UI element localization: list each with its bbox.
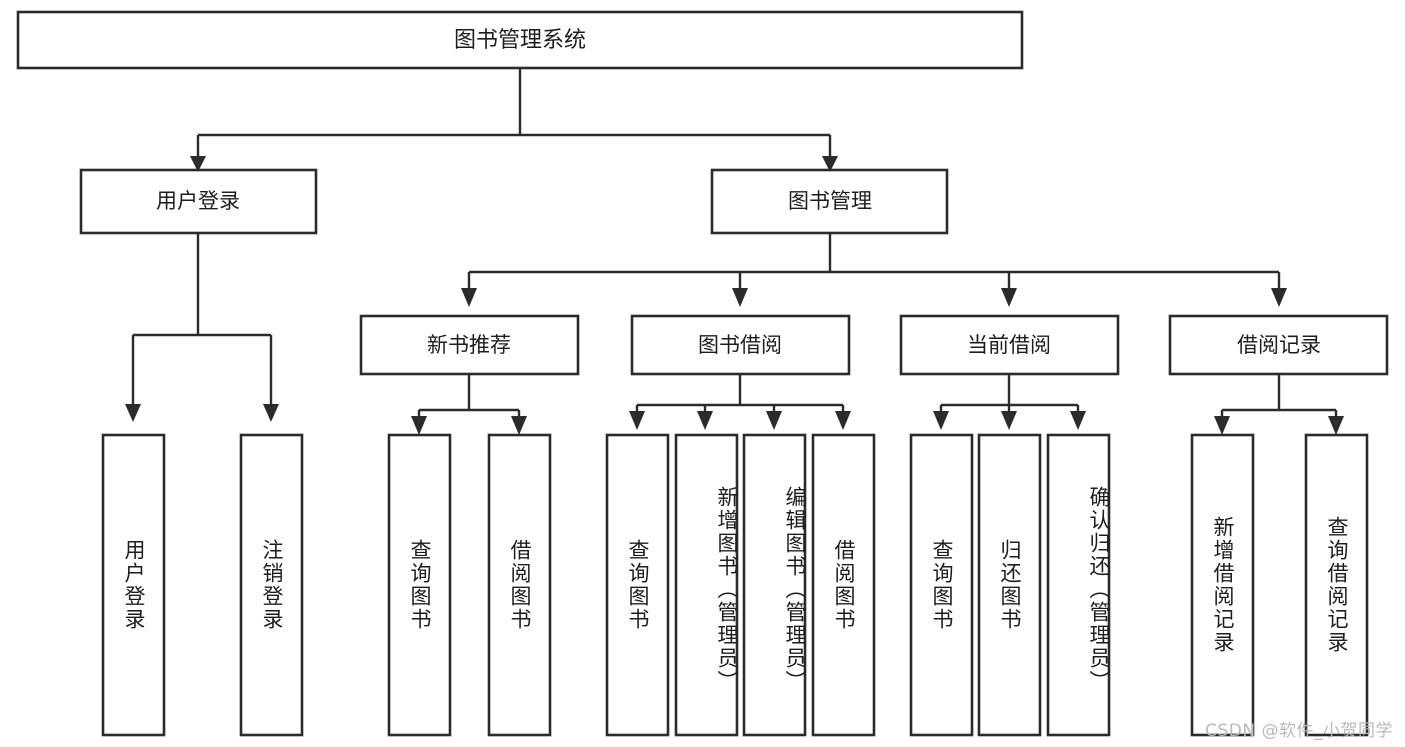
node-current-borrow[interactable]: 当前借阅: [899, 314, 1120, 376]
arrow-leaf-confirm-return-admin: [1070, 411, 1086, 430]
arrow-leaf-logout-login: [263, 404, 279, 422]
node-book-management[interactable]: 图书管理: [710, 168, 949, 235]
node-leaf-user-login-box[interactable]: [101, 433, 166, 737]
arrow-to-book-borrow: [732, 288, 748, 307]
node-borrow-record-label: 借阅记录: [1237, 333, 1321, 357]
node-book-borrow-label: 图书借阅: [698, 333, 782, 357]
node-book-management-box[interactable]: [710, 168, 949, 235]
csdn-watermark: CSDN @软件_小贺同学: [1205, 721, 1393, 741]
node-leaf-query-book-2-box[interactable]: [605, 433, 670, 737]
node-leaf-borrow-book-1-box[interactable]: [487, 433, 552, 737]
arrow-leaf-edit-book-admin: [766, 411, 782, 430]
node-leaf-return-book-box[interactable]: [977, 433, 1042, 737]
node-new-book-recommend[interactable]: 新书推荐: [359, 314, 580, 376]
arrow-to-user-login: [190, 156, 206, 172]
node-user-login-box[interactable]: [79, 168, 318, 235]
node-current-borrow-box[interactable]: [899, 314, 1120, 376]
node-leaf-query-borrow-record-box[interactable]: [1304, 433, 1369, 737]
node-new-book-recommend-box[interactable]: [359, 314, 580, 376]
node-root-label: 图书管理系统: [454, 28, 586, 53]
node-leaf-query-book-3-box[interactable]: [909, 433, 974, 737]
node-user-login-label: 用户登录: [156, 189, 240, 213]
node-root-box[interactable]: [16, 10, 1024, 70]
node-leaf-add-book-admin-box[interactable]: [674, 433, 739, 737]
node-new-book-recommend-label: 新书推荐: [427, 333, 511, 357]
node-root[interactable]: 图书管理系统: [16, 10, 1024, 70]
arrow-leaf-add-book-admin: [697, 411, 713, 430]
node-book-borrow[interactable]: 图书借阅: [630, 314, 851, 376]
node-borrow-record-box[interactable]: [1168, 314, 1389, 376]
arrow-leaf-add-borrow-record: [1214, 416, 1230, 435]
arrow-leaf-query-borrow-record: [1328, 416, 1344, 435]
node-current-borrow-label: 当前借阅: [967, 333, 1051, 357]
node-borrow-record[interactable]: 借阅记录: [1168, 314, 1389, 376]
node-leaf-edit-book-admin-box[interactable]: [742, 433, 807, 737]
connector-group: [125, 68, 1344, 435]
node-book-management-label: 图书管理: [788, 189, 872, 213]
arrow-leaf-query-book-1: [411, 416, 427, 435]
node-leaf-add-borrow-record-box[interactable]: [1190, 433, 1255, 737]
arrow-to-new-book: [461, 288, 477, 307]
node-leaf-logout-login-box[interactable]: [239, 433, 304, 737]
arrow-leaf-query-book-3: [933, 411, 949, 430]
arrow-leaf-user-login: [125, 404, 141, 422]
node-user-login[interactable]: 用户登录: [79, 168, 318, 235]
node-leaf-confirm-return-admin-box[interactable]: [1046, 433, 1111, 737]
arrow-leaf-borrow-book-1: [511, 416, 527, 435]
node-leaf-query-book-1-box[interactable]: [387, 433, 452, 737]
arrow-leaf-query-book-2: [629, 411, 645, 430]
arrow-leaf-return-book: [1001, 411, 1017, 430]
arrow-leaf-borrow-book-2: [835, 411, 851, 430]
node-leaf-borrow-book-2-box[interactable]: [811, 433, 876, 737]
arrow-to-book-management: [822, 156, 838, 172]
arrow-to-current-borrow: [1001, 288, 1017, 307]
node-book-borrow-box[interactable]: [630, 314, 851, 376]
arrow-to-borrow-record: [1271, 288, 1287, 307]
